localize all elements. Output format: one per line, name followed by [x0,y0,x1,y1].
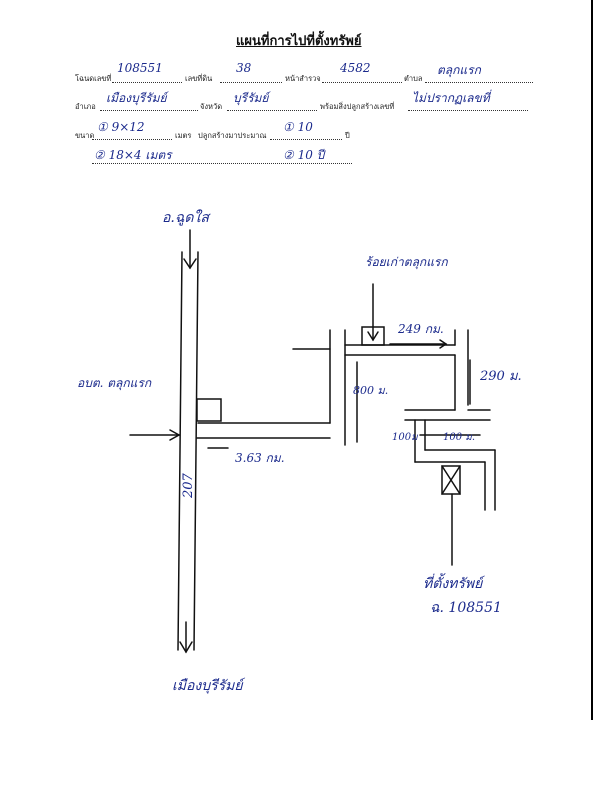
province-value: บุรีรัมย์ [233,91,269,105]
building-label: พร้อมสิ่งปลูกสร้างเลขที่ [320,102,395,111]
main-road-distance: 3.63 กม. [235,451,285,465]
age1-value: ① 10 [283,120,313,134]
page-edge [591,0,593,720]
distance-100b: 100 ม. [443,432,475,443]
subdistrict-label: ตำบล [404,74,423,83]
distance-290: 290 ม. [479,369,522,384]
size1-value: ① 9×12 [97,120,145,134]
deed-label: โฉนดเลขที่ [75,74,112,83]
property-label: ที่ตั้งทรัพย์ [423,573,485,592]
road-number-label: 207 [181,472,196,499]
distance-100a: 100ม [392,432,419,443]
survey-page-value: 4582 [340,61,371,75]
size2-value: ② 18×4 เมตร [94,148,172,162]
distance-800: 800 ม. [353,384,388,397]
land-no-value: 38 [236,61,252,75]
deed-value: 108551 [117,61,163,75]
village-office-label: อบต. ตลุกแรก [77,376,152,391]
size-label: ขนาด [75,131,95,140]
survey-page-label: หน้าสำรวจ [285,74,321,83]
building-value: ไม่ปรากฏเลขที่ [412,91,490,105]
year-label: ปี [345,131,350,140]
age2-value: ② 10 ปี [283,148,325,162]
subdistrict-value: ตลุกแรก [437,63,481,77]
page-title: แผนที่การไปที่ตั้งทรัพย์ [236,34,362,49]
province-label: จังหวัด [200,102,223,111]
district-label: อำเภอ [75,102,96,111]
distance-249: 249 กม. [397,322,444,336]
property-deed: ฉ. 108551 [430,600,502,616]
land-no-label: เลขที่ดิน [185,74,213,83]
size-unit-label: เมตร [175,131,192,140]
district-value: เมืองบุรีรัมย์ [106,91,167,105]
south-place: เมืองบุรีรัมย์ [172,677,246,694]
north-place: อ.ฉูดใส [162,209,211,226]
crossroad-label: ร้อยเก่าตลุกแรก [365,255,448,270]
age-label: ปลูกสร้างมาประมาณ [198,131,267,140]
